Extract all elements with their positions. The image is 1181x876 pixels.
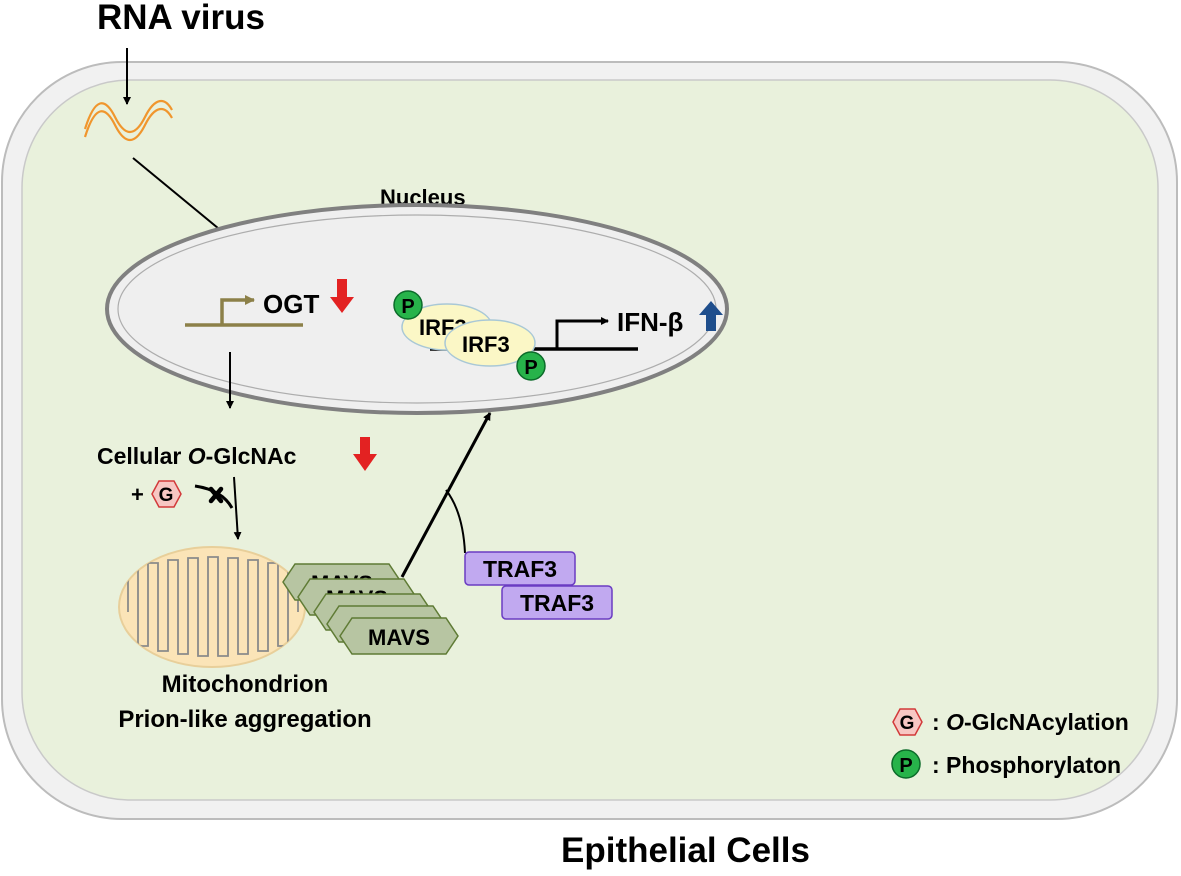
mavs-label-5: MAVS bbox=[368, 625, 430, 650]
ogt-promoter-arrow bbox=[220, 295, 255, 325]
glcnac-to-mavs-arrow bbox=[233, 476, 242, 540]
irf3-front-label: IRF3 bbox=[462, 332, 510, 357]
ogt-down-arrow-icon bbox=[330, 279, 354, 313]
legend-phospho-icon bbox=[891, 749, 921, 779]
ifn-promoter-arrow bbox=[555, 317, 609, 349]
legend-glcnac-symbol: G bbox=[900, 713, 915, 734]
glcnac-down-arrow-icon bbox=[353, 437, 377, 471]
glcnac-hexagon-label: G bbox=[159, 485, 174, 506]
phospho-badge-top bbox=[393, 290, 423, 320]
legend-phospho-text: : Phosphorylaton bbox=[932, 752, 1121, 778]
rna-virus-label: RNA virus bbox=[97, 0, 265, 37]
irf3-front bbox=[444, 319, 536, 367]
traf3-box-1 bbox=[464, 551, 576, 586]
prion-aggregation-label: Prion-like aggregation bbox=[118, 706, 371, 733]
epithelial-cells-label: Epithelial Cells bbox=[561, 831, 810, 870]
traf3-box-2 bbox=[501, 585, 613, 620]
phospho-badge-top-label: P bbox=[401, 296, 414, 318]
legend-glcnac-icon bbox=[892, 708, 923, 736]
block-x-icon bbox=[208, 486, 224, 504]
cellular-o-glcnac-label: Cellular O-GlcNAc bbox=[97, 443, 297, 469]
mavs-to-irf3-arrow bbox=[400, 412, 492, 578]
mavs-aggregate: MAVS MAVS MAVS MAVS MAVS bbox=[282, 563, 459, 655]
legend: G : O-GlcNAcylation P : Phosphorylaton bbox=[891, 708, 1129, 779]
rna-strand-icon bbox=[83, 100, 173, 142]
plus-sign: + bbox=[131, 482, 144, 507]
mavs-block-5 bbox=[339, 617, 459, 655]
mitochondrion-label: Mitochondrion bbox=[162, 671, 329, 698]
phospho-badge-bottom-label: P bbox=[524, 357, 537, 379]
traf3-label-2: TRAF3 bbox=[520, 590, 594, 616]
mitochondrion-cristae bbox=[127, 556, 299, 657]
legend-phospho-symbol: P bbox=[899, 755, 912, 777]
glcnac-hexagon-icon bbox=[151, 480, 182, 508]
ifn-beta-label: IFN-β bbox=[617, 307, 683, 337]
traf3-label-1: TRAF3 bbox=[483, 556, 557, 582]
traf3-binding-arc bbox=[445, 489, 466, 554]
phospho-badge-bottom bbox=[516, 351, 546, 381]
ifn-up-arrow-icon bbox=[699, 301, 723, 331]
ogt-label: OGT bbox=[263, 289, 319, 319]
legend-glcnac-text: : O-GlcNAcylation bbox=[932, 709, 1129, 735]
